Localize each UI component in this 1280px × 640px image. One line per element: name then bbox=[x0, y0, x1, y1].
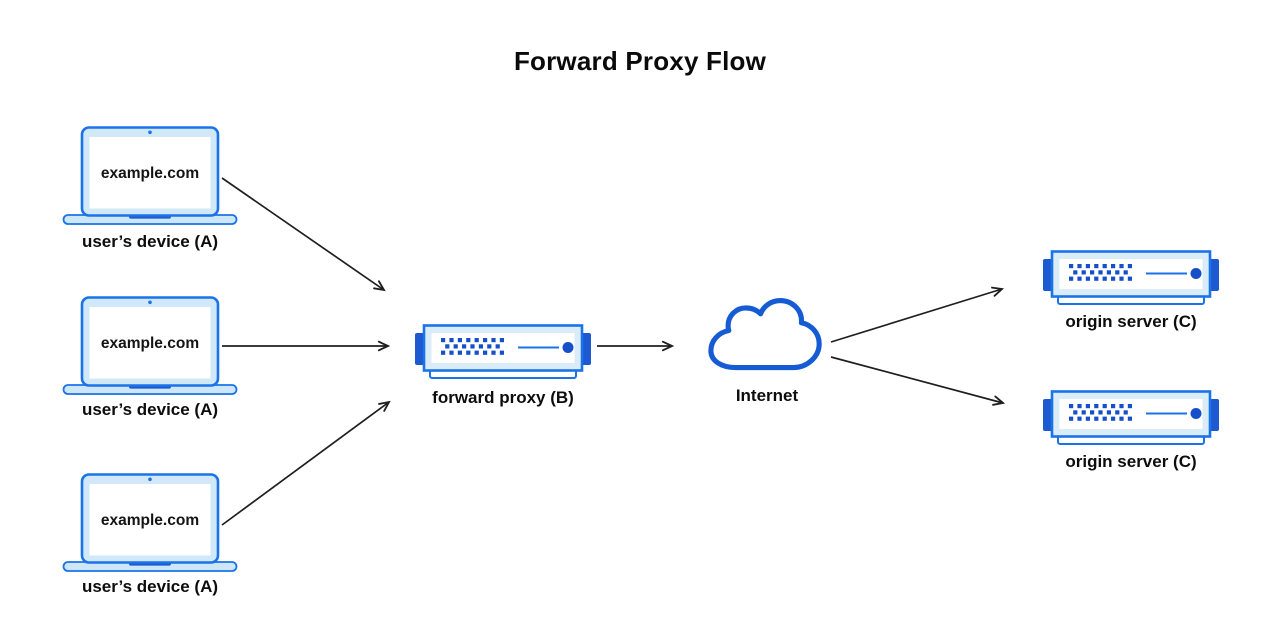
user-device-2: example.com bbox=[62, 296, 238, 396]
forward-proxy bbox=[415, 324, 591, 386]
laptop-icon: example.com bbox=[62, 296, 238, 396]
origin-server-1-label: origin server (C) bbox=[1065, 312, 1197, 331]
browser-url-text: example.com bbox=[101, 335, 199, 352]
origin-server-1 bbox=[1043, 250, 1219, 312]
origin-server-2 bbox=[1043, 390, 1219, 452]
arrow-internet-to-origin1 bbox=[830, 286, 1005, 343]
user-device-1-label: user’s device (A) bbox=[81, 232, 219, 251]
user-device-3: example.com bbox=[62, 473, 238, 573]
origin-server-2-label: origin server (C) bbox=[1065, 452, 1197, 471]
user-device-2-label: user’s device (A) bbox=[81, 400, 219, 419]
internet-cloud bbox=[703, 296, 831, 376]
server-icon bbox=[1043, 390, 1219, 446]
diagram-title: Forward Proxy Flow bbox=[513, 46, 767, 76]
user-device-1: example.com bbox=[62, 126, 238, 226]
browser-url-text: example.com bbox=[101, 512, 199, 529]
laptop-icon: example.com bbox=[62, 126, 238, 226]
server-icon bbox=[415, 324, 591, 380]
user-device-3-label: user’s device (A) bbox=[81, 577, 219, 596]
server-icon bbox=[1043, 250, 1219, 306]
arrow-device3-to-proxy bbox=[221, 400, 391, 526]
arrow-device1-to-proxy bbox=[221, 177, 386, 292]
cloud-icon bbox=[708, 297, 822, 371]
arrow-internet-to-origin2 bbox=[830, 356, 1006, 406]
laptop-icon: example.com bbox=[62, 473, 238, 573]
forward-proxy-label: forward proxy (B) bbox=[432, 388, 574, 407]
browser-url-text: example.com bbox=[101, 165, 199, 182]
internet-label: Internet bbox=[735, 386, 799, 405]
